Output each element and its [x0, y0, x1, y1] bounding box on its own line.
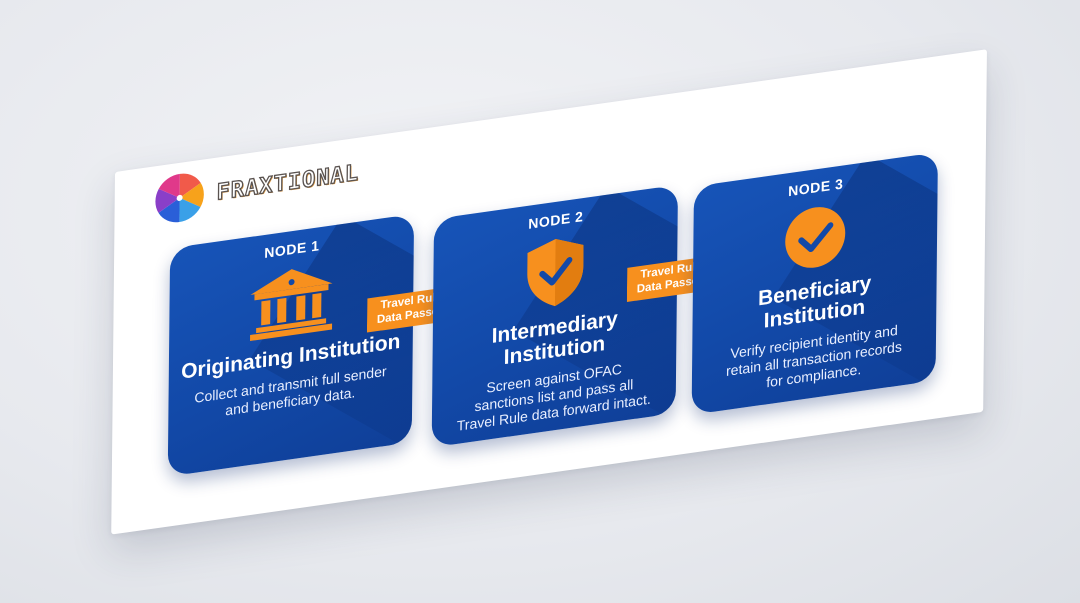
node-3-card: NODE 3 Beneficiary Institution Verify re…	[691, 152, 938, 415]
bank-building-icon	[250, 269, 333, 342]
node-1-card: NODE 1 Originating Institution Collect a…	[167, 213, 415, 477]
node-2-card: NODE 2 Intermediary Institution Screen a…	[431, 184, 679, 448]
brand-name: FRAXTIONAL	[216, 159, 360, 206]
diagram-card: FRAXTIONAL NODE 1 Originating Institutio…	[111, 49, 987, 535]
pinwheel-logo-icon	[155, 173, 204, 223]
check-circle-icon	[785, 207, 846, 268]
brand: FRAXTIONAL	[152, 146, 360, 229]
shield-check-icon	[527, 238, 584, 307]
